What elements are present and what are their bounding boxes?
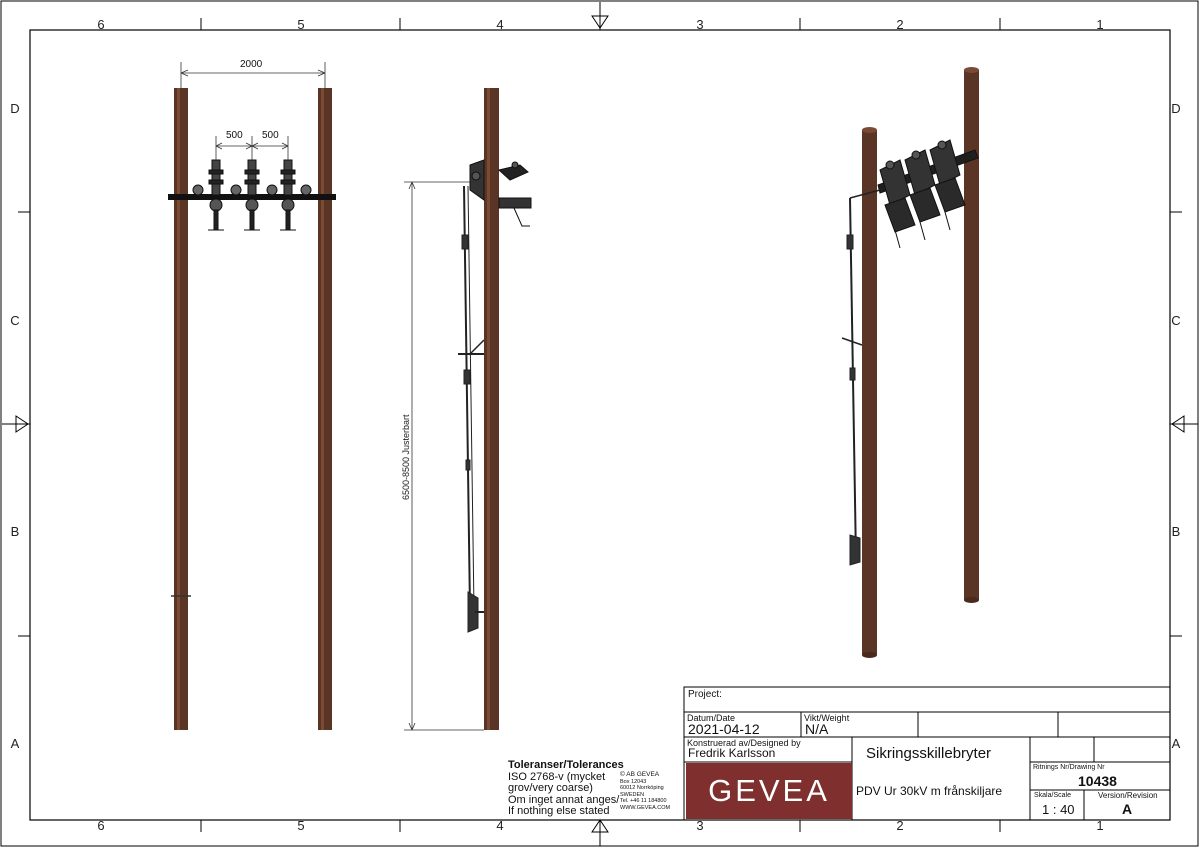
company-country: SWEDEN — [620, 791, 645, 798]
zone-col-4-bottom: 4 — [496, 818, 504, 833]
designer-label: Konstruerad av/Designed by — [687, 738, 801, 748]
company-city: 60012 Norrköping — [620, 785, 664, 791]
side-top-hardware — [469, 159, 532, 227]
zone-col-2-bottom: 2 — [896, 818, 904, 833]
side-view — [404, 88, 532, 731]
designer-value: Fredrik Karlsson — [688, 746, 776, 760]
project-label: Project: — [688, 689, 722, 700]
tolerances-line-4: If nothing else stated — [508, 805, 610, 817]
dim-500 — [215, 136, 289, 160]
zone-col-1-top: 1 — [1096, 17, 1104, 32]
zone-ticks — [18, 18, 1182, 832]
revision-value: A — [1122, 801, 1133, 817]
zone-col-4-top: 4 — [496, 17, 504, 32]
zone-row-c-left: C — [10, 313, 20, 328]
drawing-title: Sikringsskillebryter — [866, 745, 992, 762]
pole-front-right — [318, 88, 332, 730]
operating-rod — [458, 185, 485, 633]
dim-pole-spacing: 2000 — [240, 59, 263, 70]
tolerances-line-1: ISO 2768-v (mycket — [508, 770, 606, 783]
zone-col-1-bottom: 1 — [1096, 818, 1104, 833]
zone-row-d-right: D — [1171, 101, 1181, 116]
crossarm — [168, 194, 336, 200]
company-address: © AB GEVEA Box 12043 60012 Norrköping SW… — [620, 771, 671, 811]
dim-2000 — [180, 62, 326, 88]
drawing-number-label: Ritnings Nr/Drawing Nr — [1033, 764, 1105, 771]
iso-operating-rod — [841, 189, 881, 566]
pole-front-left — [174, 88, 188, 730]
scale-value: 1 : 40 — [1042, 802, 1075, 817]
pole-iso-back — [964, 70, 979, 600]
company-web: WWW.GEVEA.COM — [620, 804, 671, 811]
zone-row-a-right: A — [1171, 736, 1181, 751]
fuse-switches — [192, 159, 312, 231]
tolerances-block: Toleranser/Tolerances ISO 2768-v (mycket… — [508, 759, 624, 818]
iso-hardware — [877, 139, 979, 249]
zone-col-2-top: 2 — [896, 17, 904, 32]
pole-iso-front — [862, 130, 877, 655]
zone-row-a-left: A — [10, 736, 20, 751]
zone-col-3-bottom: 3 — [696, 818, 704, 833]
weight-value: N/A — [805, 721, 829, 737]
zone-row-d-left: D — [10, 101, 20, 116]
company-phone: Tel. +46 11 184800 — [620, 798, 667, 804]
weight-label: Vikt/Weight — [804, 713, 850, 723]
zone-row-b-left: B — [10, 524, 20, 539]
zone-row-c-right: C — [1171, 313, 1181, 328]
tolerances-heading: Toleranser/Tolerances — [508, 759, 624, 771]
zone-col-3-top: 3 — [696, 17, 704, 32]
zone-col-6-top: 6 — [97, 17, 105, 32]
inner-frame — [29, 29, 1171, 821]
tolerances-line-3: Om inget annat anges/ — [508, 793, 620, 806]
zone-col-6-bottom: 6 — [97, 818, 105, 833]
dim-height — [404, 181, 484, 731]
zone-col-5-top: 5 — [297, 17, 305, 32]
tolerances-line-2: grov/very coarse) — [508, 782, 593, 794]
zone-row-b-right: B — [1171, 524, 1181, 539]
date-label: Datum/Date — [687, 713, 736, 723]
zone-col-5-bottom: 5 — [297, 818, 305, 833]
copyright-icon: © — [620, 771, 625, 778]
dim-height-range: 6500-8500 Justerbart — [401, 414, 411, 500]
date-value: 2021-04-12 — [688, 721, 760, 737]
drawing-subtitle: PDV Ur 30kV m frånskiljare — [856, 784, 1003, 798]
isometric-view — [841, 67, 979, 658]
dim-phase-left: 500 — [226, 130, 243, 141]
dim-phase-right: 500 — [262, 130, 279, 141]
drawing-number-value: 10438 — [1078, 773, 1117, 789]
pole-side — [484, 88, 499, 730]
front-view — [168, 62, 336, 730]
scale-label: Skala/Scale — [1034, 792, 1071, 799]
company-box: Box 12043 — [620, 778, 647, 785]
title-block-grid — [683, 686, 1171, 821]
gevea-logo: GEVEA — [686, 763, 852, 819]
revision-label: Version/Revision — [1098, 791, 1158, 800]
company-name: AB GEVEA — [626, 771, 660, 778]
